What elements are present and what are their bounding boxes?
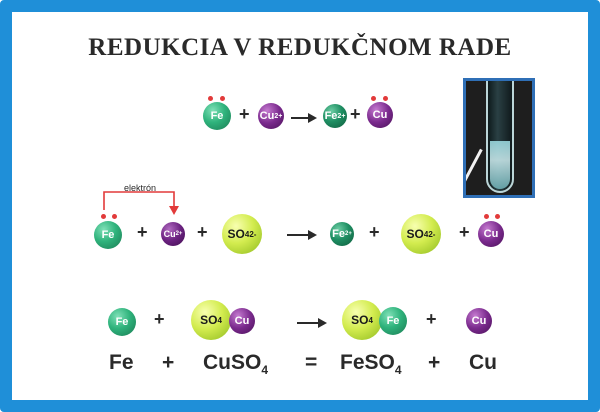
electron-dot — [383, 96, 388, 101]
plus-sign: + — [197, 222, 208, 242]
iron-nail — [466, 148, 483, 188]
copper-atom: Cu — [367, 102, 393, 128]
plus-sign: + — [369, 222, 380, 242]
equation-plus: + — [428, 351, 441, 374]
plus-sign: + — [137, 222, 148, 242]
plus-sign: + — [426, 309, 437, 329]
copper-atom: Cu — [466, 308, 492, 334]
electron-dot — [495, 214, 500, 219]
copper-atom: Cu — [478, 221, 504, 247]
test-tube-photo — [463, 78, 535, 198]
electron-dot — [220, 96, 225, 101]
electron-dot — [208, 96, 213, 101]
equation-cu: Cu — [469, 351, 497, 374]
electron-transfer-arrow — [103, 191, 179, 215]
copper-sulfate-solution — [490, 141, 510, 189]
equation-feso4: FeSO4 — [340, 351, 402, 378]
reaction-arrow — [287, 230, 317, 240]
electron-dot — [371, 96, 376, 101]
plus-sign: + — [239, 104, 250, 124]
equation-plus: + — [162, 351, 175, 374]
copper-ion: Cu — [229, 308, 255, 334]
electron-dot — [112, 214, 117, 219]
plus-sign: + — [459, 222, 470, 242]
reaction-arrow — [291, 113, 317, 123]
slide-title: REDUKCIA V REDUKČNOM RADE — [88, 34, 512, 61]
equation-cuso4: CuSO4 — [203, 351, 269, 378]
reaction-arrow — [297, 318, 327, 328]
iron-atom: Fe — [108, 308, 136, 336]
electron-label: elektrón — [124, 183, 157, 193]
test-tube — [486, 81, 514, 193]
plus-sign: + — [350, 104, 361, 124]
iron-atom: Fe — [203, 102, 231, 130]
electron-dot — [101, 214, 106, 219]
iron-ion: Fe — [379, 307, 407, 335]
plus-sign: + — [154, 309, 165, 329]
equation-equals: = — [305, 351, 318, 374]
iron-atom: Fe — [94, 221, 122, 249]
electron-dot — [484, 214, 489, 219]
equation-fe: Fe — [109, 351, 134, 374]
